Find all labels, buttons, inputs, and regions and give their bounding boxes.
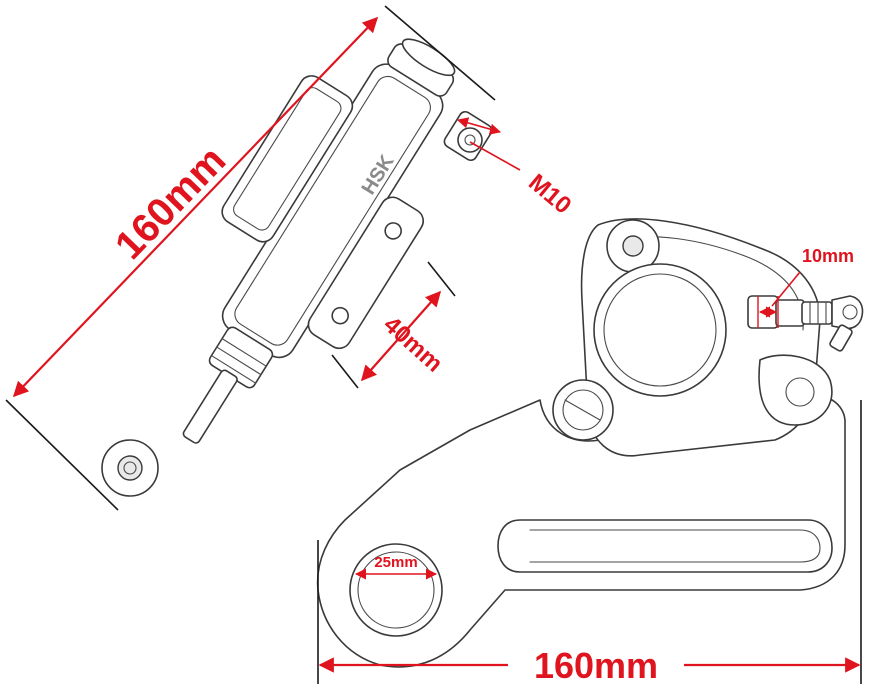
dim-banjo-label: 10mm — [802, 246, 854, 266]
mounting-hole — [349, 543, 443, 637]
dim-thread-label: M10 — [523, 169, 576, 220]
outlet-fitting — [443, 110, 493, 162]
dim-length-label: 160mm — [107, 138, 234, 268]
dimension-banjo: 10mm — [757, 246, 854, 328]
dimension-hole: 25mm — [354, 554, 438, 580]
dim-hole-label: 25mm — [374, 554, 417, 571]
dim-bracket-label: 160mm — [534, 645, 658, 686]
dimension-bracket-length: 160mm — [317, 400, 862, 686]
caliper-bracket — [316, 218, 864, 668]
master-cylinder: HSK — [101, 38, 493, 497]
